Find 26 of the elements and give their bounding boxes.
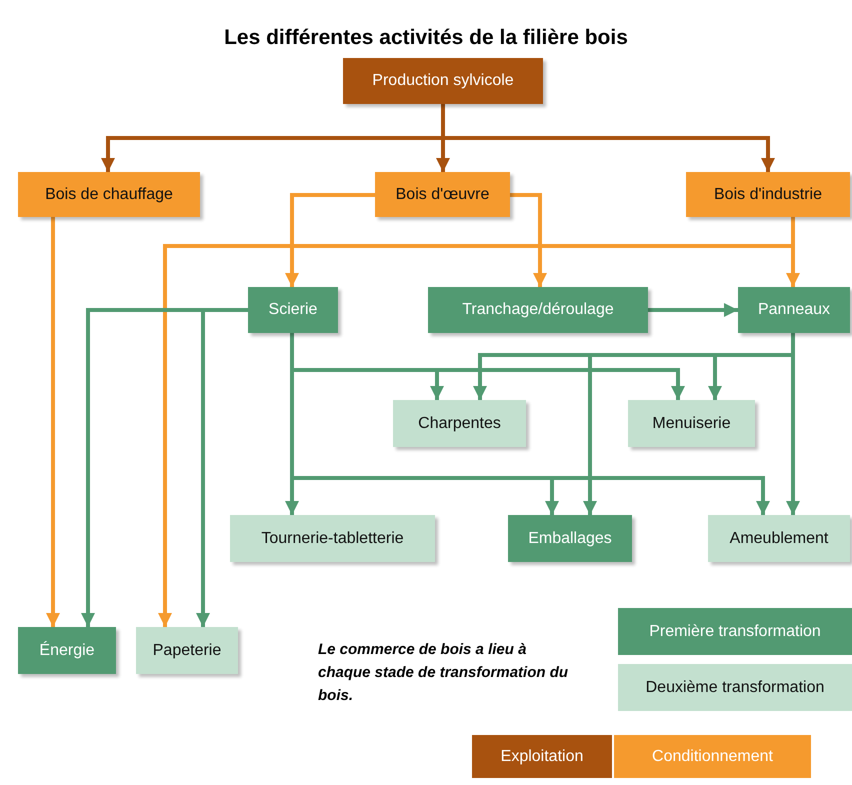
process-box: Production sylvicole [343, 58, 543, 104]
legend-label: Première transformation [649, 622, 821, 642]
note-text: Le commerce de bois a lieu à chaque stade de transformation du bois. [318, 640, 570, 706]
process-box: Menuiserie [628, 400, 755, 447]
process-box: Bois d'industrie [686, 172, 850, 217]
process-box: Ameublement [708, 515, 850, 562]
process-box: Énergie [18, 627, 116, 674]
arrow [441, 104, 775, 172]
process-box: Tranchage/déroulage [428, 287, 648, 333]
process-box: Charpentes [393, 400, 526, 447]
arrow [285, 193, 375, 287]
legend-label: Conditionnement [652, 746, 773, 766]
process-box: Tournerie-tabletterie [230, 515, 435, 562]
arrow [196, 308, 248, 627]
legend-label: Exploitation [500, 746, 584, 766]
legend-label: Deuxième transformation [646, 678, 824, 698]
process-box: Emballages [508, 515, 632, 562]
process-box: Scierie [248, 287, 338, 333]
process-box: Bois d'œuvre [375, 172, 510, 217]
diagram-title: Les différentes activités de la filière bois [223, 25, 629, 51]
arrow [648, 303, 738, 317]
process-box: Papeterie [136, 627, 238, 674]
arrow [46, 217, 60, 627]
process-box: Bois de chauffage [18, 172, 200, 217]
process-box: Panneaux [738, 287, 850, 333]
arrow [510, 193, 547, 287]
